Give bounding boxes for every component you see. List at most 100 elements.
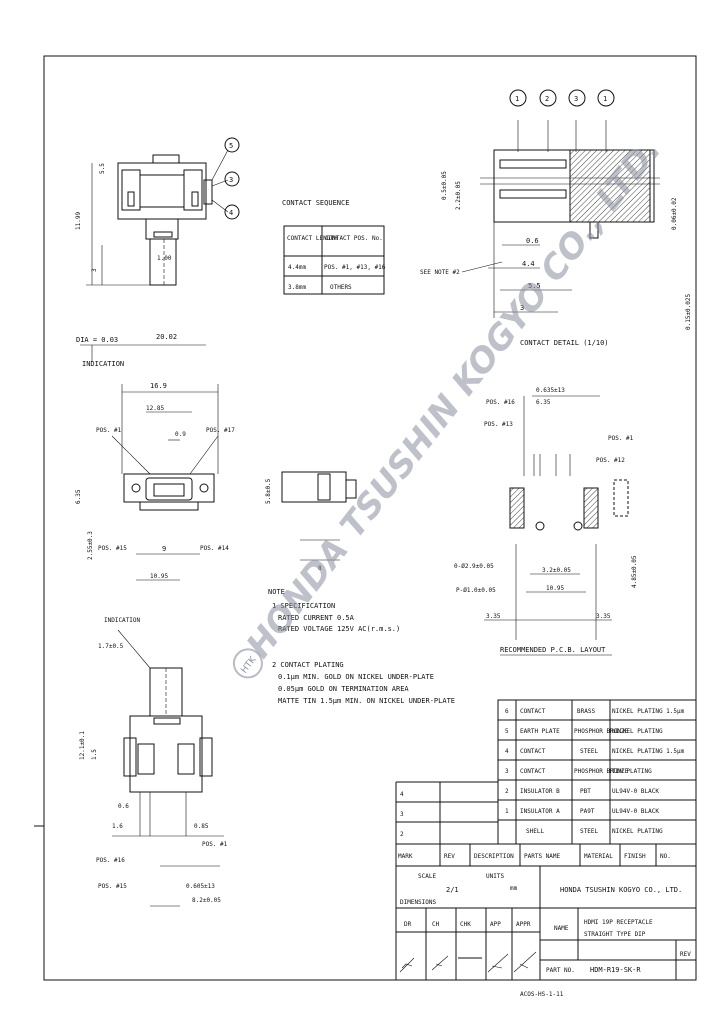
note2-line1: 0.1µm MIN. GOLD ON NICKEL UNDER-PLATE (278, 673, 434, 681)
svg-text:5.8±0.5: 5.8±0.5 (265, 478, 272, 504)
title-block: MARK REV DESCRIPTION PARTS NAME MATERIAL… (395, 843, 697, 998)
balloon-group-detail: 1 2 3 1 (509, 89, 615, 107)
seq-r1c2: POS. #1, #13, #16 (324, 264, 386, 271)
balloon-5: 5 (229, 142, 233, 150)
dim-17: 1.7±0.5 (98, 643, 124, 650)
bom-r6-no: 1 (505, 808, 509, 815)
contact-detail: 0.6 4.4 5.5 3 SEE NOTE #2 CONTACT DETAIL… (420, 120, 692, 347)
bom-r4-no: 3 (505, 768, 509, 775)
bom-r7-name: SHELL (526, 828, 544, 835)
part-label: PART NO. (546, 967, 575, 974)
bom-r3-fin: NICKEL PLATING 1.5µm (612, 748, 685, 755)
pos15-bot: POS. #15 (98, 883, 127, 890)
pos1-label: POS. #1 (96, 427, 122, 434)
seq-r2c1: 3.8mm (288, 284, 306, 291)
dim-635: 6.35 (536, 399, 551, 406)
see-note: SEE NOTE #2 (420, 269, 460, 276)
parts-h3: FINISH (624, 853, 646, 860)
dim-bot-2: 8.2±0.05 (192, 897, 221, 904)
dim-16-9: 16.9 (150, 382, 167, 390)
dia-note: DIA = 0.03 (76, 336, 118, 344)
bom-r2-no: 5 (505, 728, 509, 735)
indication-label-2: INDICATION (104, 617, 141, 624)
seq-r1c1: 4.4mm (288, 264, 306, 271)
parts-h2: MATERIAL (584, 853, 613, 860)
dim-5-5: 5.5 (528, 282, 541, 290)
pos16-bot: POS. #16 (96, 857, 125, 864)
revision-block: 4 3 2 (395, 781, 498, 844)
indication-label: INDICATION (82, 360, 124, 368)
svg-text:0.15±0.025: 0.15±0.025 (685, 293, 692, 330)
bom-r5-name: INSULATOR B (520, 788, 560, 795)
sign-h1: DR (404, 921, 412, 928)
parts-h1: PARTS NAME (524, 853, 561, 860)
svg-text:3: 3 (91, 268, 98, 272)
bottom-view: INDICATION 1.7±0.5 0.6 1.6 0.85 POS. #1 … (79, 617, 228, 907)
dim-0-9: 0.9 (175, 431, 186, 438)
svg-text:4.85±0.05: 4.85±0.05 (631, 555, 638, 588)
hole-note-2: P-Ø1.0±0.05 (456, 587, 496, 594)
bom-r4-name: CONTACT (520, 768, 546, 775)
dim-03: 0.85 (194, 823, 209, 830)
bom-r5-mat: PBT (580, 788, 591, 795)
units-label: UNITS (486, 873, 504, 880)
rev-h1: MARK (398, 853, 413, 860)
dim-12-85: 12.85 (146, 405, 164, 412)
balloon-3: 3 (229, 176, 233, 184)
svg-text:11.99: 11.99 (75, 212, 82, 230)
name-line2: STRAIGHT TYPE DIP (584, 931, 646, 938)
svg-text:12.1±0.1: 12.1±0.1 (79, 731, 86, 760)
balloon-2: 2 (545, 95, 549, 103)
dim-pitch: 3.2±0.05 (542, 567, 571, 574)
pcb-layout: 3.2±0.05 10.95 3.35 3.35 0.635±13 6.35 P… (454, 387, 638, 656)
notes-block: NOTE 1 SPECIFICATION RATED CURRENT 0.5A … (268, 588, 455, 705)
seq-h2: CONTACT POS. No. (325, 235, 383, 242)
balloon-1b: 1 (603, 95, 607, 103)
bom-r2-fin: NICKEL PLATING (612, 728, 663, 735)
dimensions-label: DIMENSIONS (400, 899, 437, 906)
dim-10-95: 10.95 (150, 573, 168, 580)
balloon-group-topleft: 5 3 4 (224, 137, 240, 220)
part-no: HDM-R19-SK-R (590, 966, 641, 974)
pos15-label: POS. #15 (98, 545, 127, 552)
dim-bot-1: 0.605±13 (186, 883, 215, 890)
pcb-layout-label: RECOMMENDED P.C.B. LAYOUT (500, 646, 606, 654)
watermark: HONDA TSUSHIN KOGYO CO., LTD. HTK (232, 130, 669, 679)
sign-h3: CHK (460, 921, 471, 928)
name-line1: HDMI 19P RECEPTACLE (584, 919, 653, 926)
bom-r1-no: 6 (505, 708, 509, 715)
dim-0-6-bot: 0.6 (118, 803, 129, 810)
note-title: NOTE (268, 588, 285, 596)
svg-text:2.2±0.05: 2.2±0.05 (455, 181, 462, 210)
bom-r7-mat: STEEL (580, 828, 598, 835)
note2-title: 2 CONTACT PLATING (272, 661, 344, 669)
note1-line2: RATED VOLTAGE 125V AC(r.m.s.) (278, 625, 400, 633)
rev-h3: REV (444, 853, 455, 860)
pos16-label: POS. #16 (486, 399, 515, 406)
balloon-4: 4 (229, 209, 233, 217)
pos17-label: POS. #17 (206, 427, 235, 434)
bom-r6-fin: UL94V-0 BLACK (612, 808, 659, 815)
watermark-logo: HTK (239, 654, 259, 675)
dim-1-6-bot: 1.6 (112, 823, 123, 830)
note1-title: 1 SPECIFICATION (272, 602, 335, 610)
dim-3: 3 (520, 304, 524, 312)
border-frame (43, 55, 697, 981)
rev-label: REV (680, 951, 691, 958)
seq-title: CONTACT SEQUENCE (282, 199, 349, 207)
svg-text:2.55±0.3: 2.55±0.3 (87, 531, 94, 560)
dim-0635: 0.635±13 (536, 387, 565, 394)
scale-value: 2/1 (446, 886, 459, 894)
svg-text:6.35: 6.35 (75, 489, 82, 504)
contact-detail-label: CONTACT DETAIL (1/10) (520, 339, 609, 347)
balloon-3b: 3 (574, 95, 578, 103)
dim-left: 3.35 (486, 613, 501, 620)
bom-r3-name: CONTACT (520, 748, 546, 755)
dim-label: 1.00 (157, 255, 172, 262)
rev-mark-3: 3 (400, 811, 404, 818)
svg-text:5.5: 5.5 (99, 163, 106, 174)
dim-8: 8 (318, 565, 322, 572)
pos14-label: POS. #14 (200, 545, 229, 552)
bom-r6-mat: PA9T (580, 808, 595, 815)
